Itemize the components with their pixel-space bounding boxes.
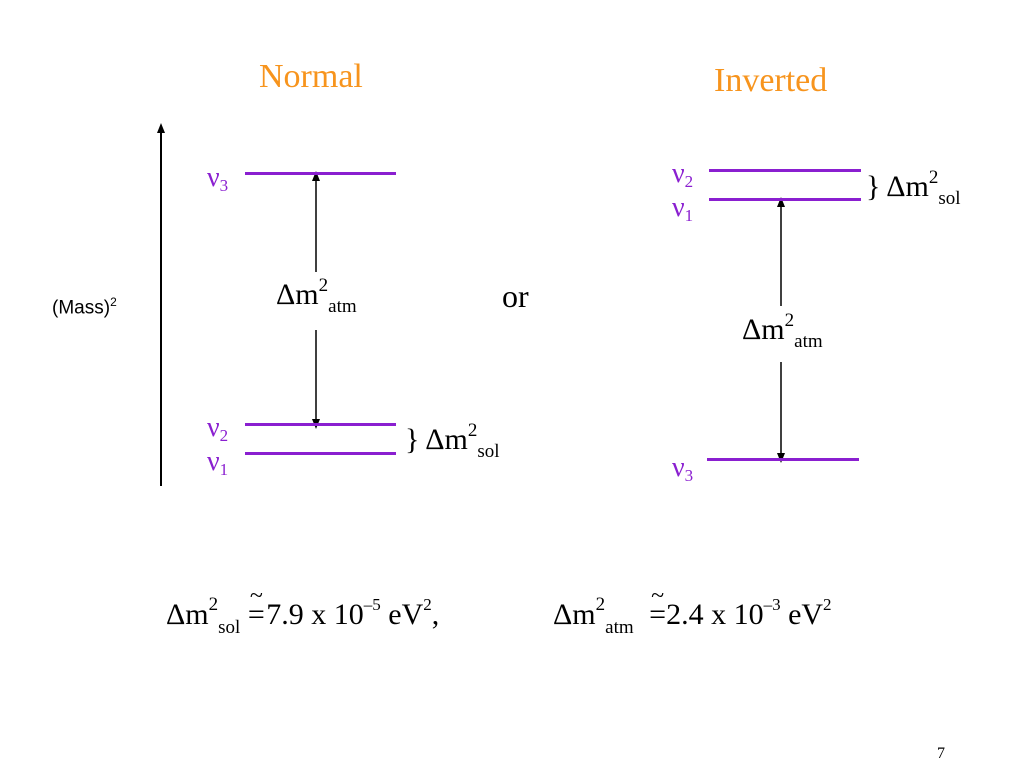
normal-dm-atm-label: Δm2atm bbox=[276, 275, 357, 317]
formula-sol: Δm2sol ~= 7.9 x 10–5 eV2, bbox=[166, 583, 440, 638]
mass-axis-label: (Mass)2 bbox=[52, 295, 117, 319]
approx-sign-sol: ~= bbox=[247, 583, 265, 631]
inverted-title: Inverted bbox=[714, 62, 828, 99]
normal-dm-sol-label: } Δm2sol bbox=[405, 420, 500, 462]
or-text: or bbox=[502, 278, 529, 314]
formula-atm: Δm2atm ~=2.4 x 10–3 eV2 bbox=[553, 583, 832, 638]
approx-sign-atm: ~= bbox=[649, 583, 667, 631]
normal-level-nu2 bbox=[245, 423, 396, 426]
inverted-level-nu3 bbox=[707, 458, 859, 461]
normal-label-nu2: ν2 bbox=[207, 412, 229, 445]
normal-level-nu1 bbox=[245, 452, 396, 455]
inverted-level-nu1 bbox=[709, 198, 861, 201]
inverted-dm-sol-label: } Δm2sol bbox=[866, 167, 961, 209]
page-number: 7 bbox=[937, 745, 945, 762]
inverted-label-nu3: ν3 bbox=[672, 452, 694, 485]
normal-label-nu1: ν1 bbox=[207, 446, 229, 479]
normal-label-nu3: ν3 bbox=[207, 162, 229, 195]
inverted-label-nu1: ν1 bbox=[672, 192, 694, 225]
inverted-label-nu2: ν2 bbox=[672, 158, 694, 191]
inverted-level-nu2 bbox=[709, 169, 861, 172]
inverted-dm-atm-label: Δm2atm bbox=[742, 310, 823, 352]
normal-level-nu3 bbox=[245, 172, 396, 175]
normal-title: Normal bbox=[259, 58, 363, 95]
